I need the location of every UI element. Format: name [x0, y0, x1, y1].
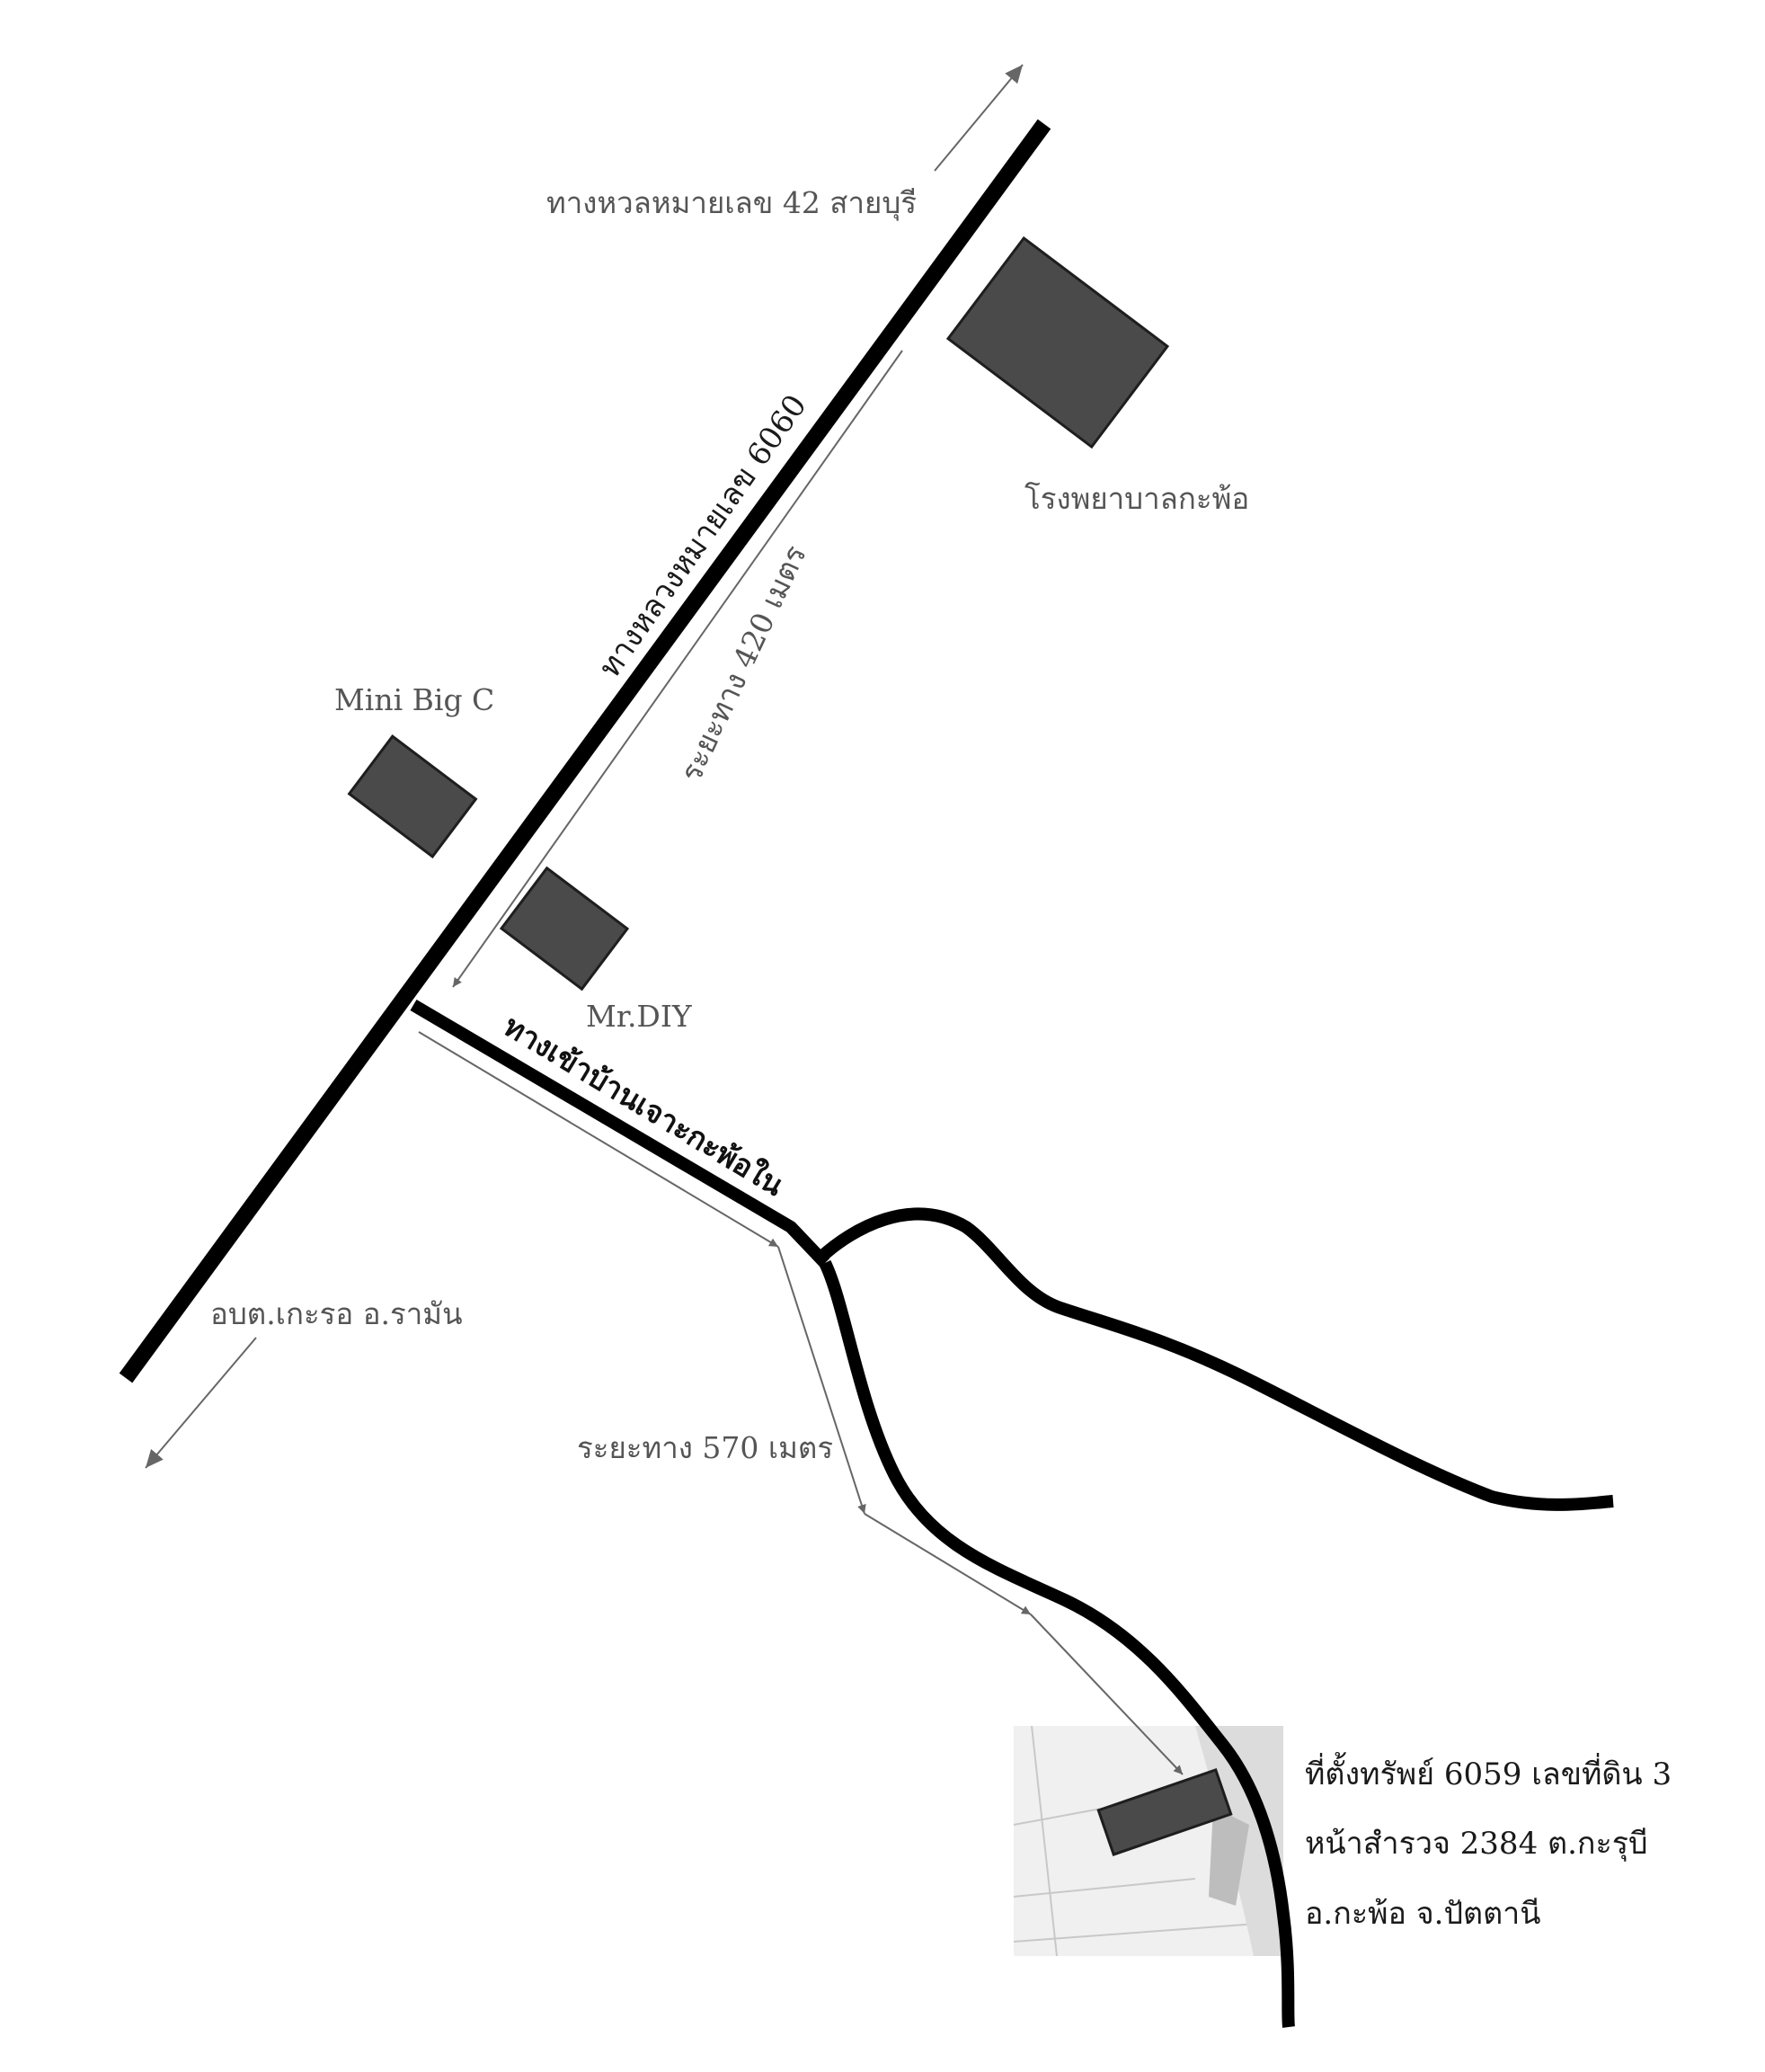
property-line-2: หน้าสำรวจ 2384 ต.กะรุบี: [1305, 1826, 1648, 1862]
property-line-3: อ.กะพ้อ จ.ปัตตานี: [1305, 1896, 1541, 1932]
side-road: [410, 999, 830, 1267]
north-direction-label: ทางหวลหมายเลข 42 สายบุรี: [546, 185, 917, 221]
property-line-1: ที่ตั้งทรัพย์ 6059 เลขที่ดิน 3: [1305, 1752, 1672, 1792]
hospital-building: [945, 236, 1170, 449]
hospital-label: โรงพยาบาลกะพ้อ: [1024, 481, 1249, 516]
south-road: [819, 1259, 1295, 2028]
south-direction-arrow: [145, 1337, 257, 1469]
distance-570-guide: [418, 1031, 779, 1248]
mr-diy-building: [499, 866, 630, 992]
highway-6060: [119, 119, 1051, 1383]
distance-420-guide: [452, 350, 903, 988]
distance-570-label: ระยะทาง 570 เมตร: [577, 1430, 833, 1465]
south-direction-label: อบต.เกะรอ อ.รามัน: [210, 1296, 463, 1331]
mr-diy-label: Mr.DIY: [586, 999, 693, 1034]
highway-label: ทางหลวงหมายเลข 6060: [592, 388, 814, 684]
east-road: [815, 1207, 1614, 1511]
mini-big-c-label: Mini Big C: [334, 682, 494, 717]
mini-big-c-building: [347, 734, 478, 858]
property-building: [1096, 1768, 1233, 1856]
north-direction-arrow: [934, 64, 1024, 172]
